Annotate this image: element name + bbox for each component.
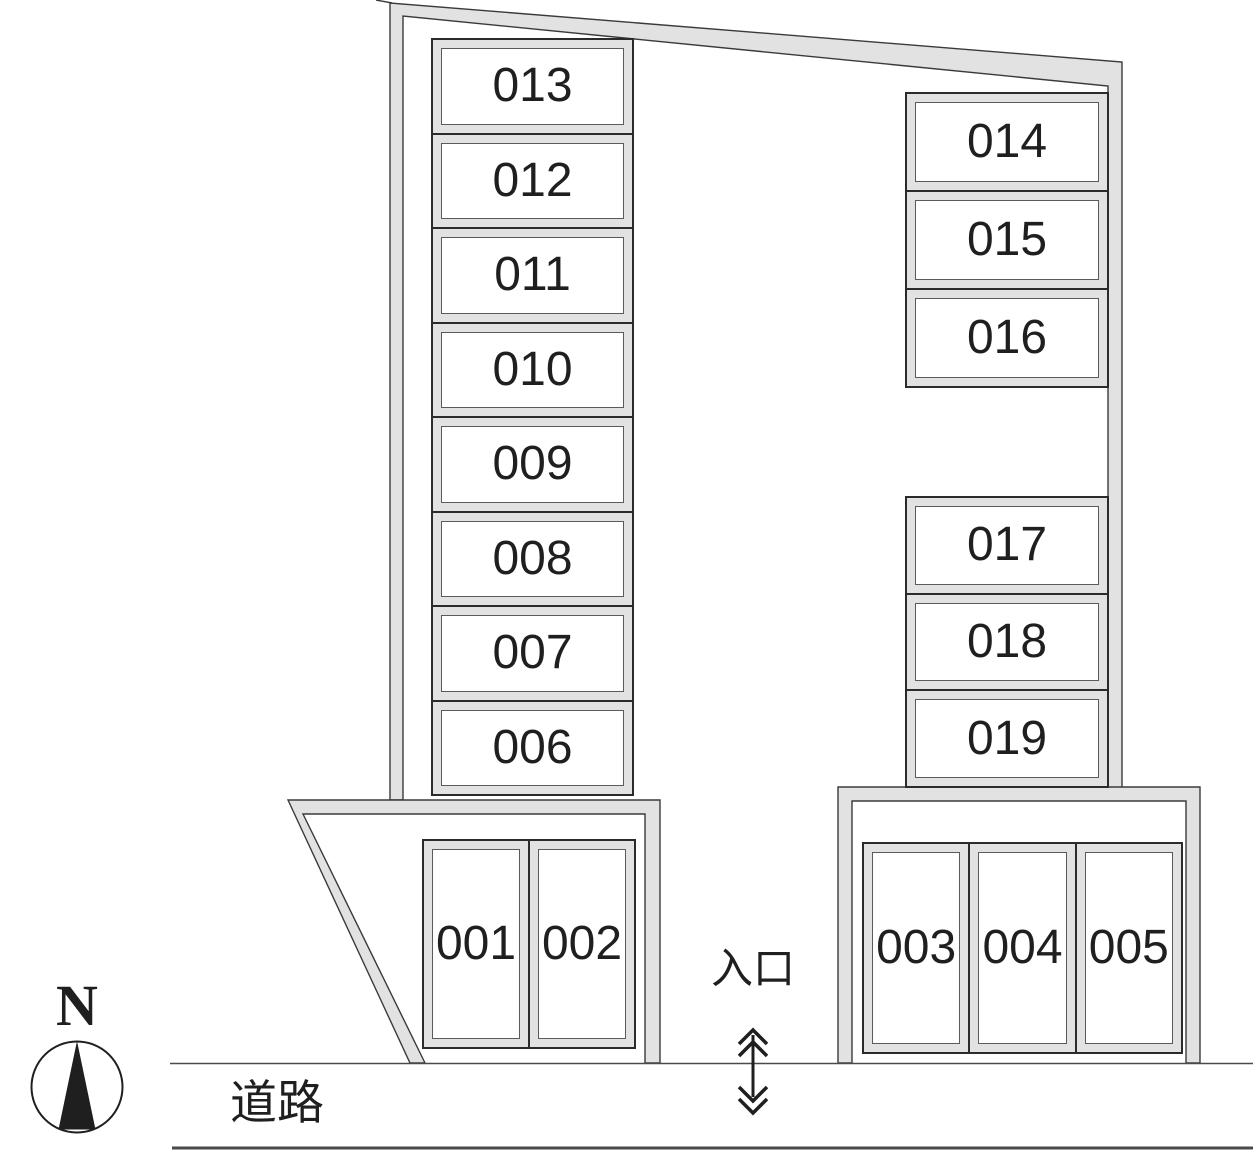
slot-inner-box: 015 bbox=[915, 200, 1099, 280]
slot-inner-box: 017 bbox=[915, 506, 1099, 585]
slot-inner-box: 014 bbox=[915, 102, 1099, 182]
parking-slot-011: 011 bbox=[433, 227, 632, 322]
slot-number-label: 004 bbox=[982, 921, 1063, 974]
entrance-arrow-icon bbox=[737, 1027, 769, 1116]
road-label: 道路 bbox=[230, 1076, 324, 1131]
slot-number-label: 016 bbox=[966, 311, 1048, 364]
parking-slot-001: 001 bbox=[424, 841, 528, 1047]
slot-number-label: 010 bbox=[492, 342, 573, 396]
slot-inner-box: 011 bbox=[441, 237, 624, 314]
boundary-corner-tick bbox=[375, 0, 393, 4]
parking-slot-012: 012 bbox=[433, 132, 632, 228]
entrance-label: 入口 bbox=[710, 944, 795, 993]
parking-slot-003: 003 bbox=[864, 844, 968, 1052]
slot-number-label: 002 bbox=[541, 917, 623, 970]
slot-inner-box: 001 bbox=[432, 849, 520, 1039]
slot-inner-box: 012 bbox=[441, 142, 624, 219]
parking-slot-019: 019 bbox=[907, 689, 1107, 786]
right-upper-slot-column: 014 015 016 bbox=[905, 92, 1109, 388]
parking-slot-004: 004 bbox=[968, 844, 1074, 1052]
slot-inner-box: 006 bbox=[441, 709, 624, 786]
slot-number-label: 017 bbox=[966, 518, 1048, 572]
slot-number-label: 012 bbox=[492, 153, 573, 207]
slot-number-label: 013 bbox=[492, 59, 573, 113]
parking-slot-013: 013 bbox=[433, 40, 632, 133]
slot-inner-box: 004 bbox=[978, 852, 1067, 1044]
slot-number-label: 014 bbox=[966, 115, 1048, 168]
slot-number-label: 015 bbox=[966, 213, 1048, 266]
slot-number-label: 008 bbox=[492, 531, 573, 585]
slot-number-label: 009 bbox=[492, 437, 573, 491]
parking-slot-017: 017 bbox=[907, 498, 1107, 593]
slot-inner-box: 007 bbox=[441, 615, 624, 692]
right-lower-slot-column: 017 018 019 bbox=[905, 496, 1109, 788]
slot-inner-box: 009 bbox=[441, 426, 624, 503]
parking-slot-018: 018 bbox=[907, 592, 1107, 690]
slot-number-label: 018 bbox=[966, 615, 1048, 668]
slot-inner-box: 019 bbox=[915, 699, 1099, 779]
slot-number-label: 019 bbox=[966, 711, 1048, 765]
slot-inner-box: 018 bbox=[915, 602, 1099, 682]
parking-slot-010: 010 bbox=[433, 321, 632, 417]
slot-inner-box: 003 bbox=[872, 852, 961, 1044]
slot-inner-box: 002 bbox=[538, 849, 626, 1039]
left-slot-column: 013 012 011 010 009 008 bbox=[431, 38, 634, 796]
slot-number-label: 007 bbox=[492, 626, 573, 680]
slot-inner-box: 010 bbox=[441, 331, 624, 408]
parking-slot-015: 015 bbox=[907, 190, 1107, 288]
compass-north-label: N bbox=[56, 973, 98, 1038]
compass-needle-icon bbox=[58, 1041, 96, 1130]
parking-slot-014: 014 bbox=[907, 94, 1107, 190]
slot-number-label: 005 bbox=[1088, 921, 1169, 974]
slot-number-label: 001 bbox=[435, 917, 517, 970]
slot-inner-box: 013 bbox=[441, 48, 624, 125]
parking-slot-005: 005 bbox=[1074, 844, 1181, 1052]
bottom-left-slot-row: 001 002 bbox=[422, 839, 636, 1049]
parking-slot-007: 007 bbox=[433, 605, 632, 700]
slot-number-label: 006 bbox=[492, 720, 573, 774]
slot-inner-box: 005 bbox=[1084, 852, 1173, 1044]
parking-slot-006: 006 bbox=[433, 699, 632, 795]
parking-slot-016: 016 bbox=[907, 288, 1107, 386]
slot-number-label: 011 bbox=[494, 248, 571, 302]
bottom-right-slot-row: 003 004 005 bbox=[862, 842, 1183, 1054]
slot-inner-box: 008 bbox=[441, 520, 624, 597]
slot-inner-box: 016 bbox=[915, 298, 1099, 378]
parking-slot-008: 008 bbox=[433, 510, 632, 606]
parking-slot-002: 002 bbox=[528, 841, 634, 1047]
slot-number-label: 003 bbox=[876, 921, 957, 974]
parking-slot-009: 009 bbox=[433, 416, 632, 511]
